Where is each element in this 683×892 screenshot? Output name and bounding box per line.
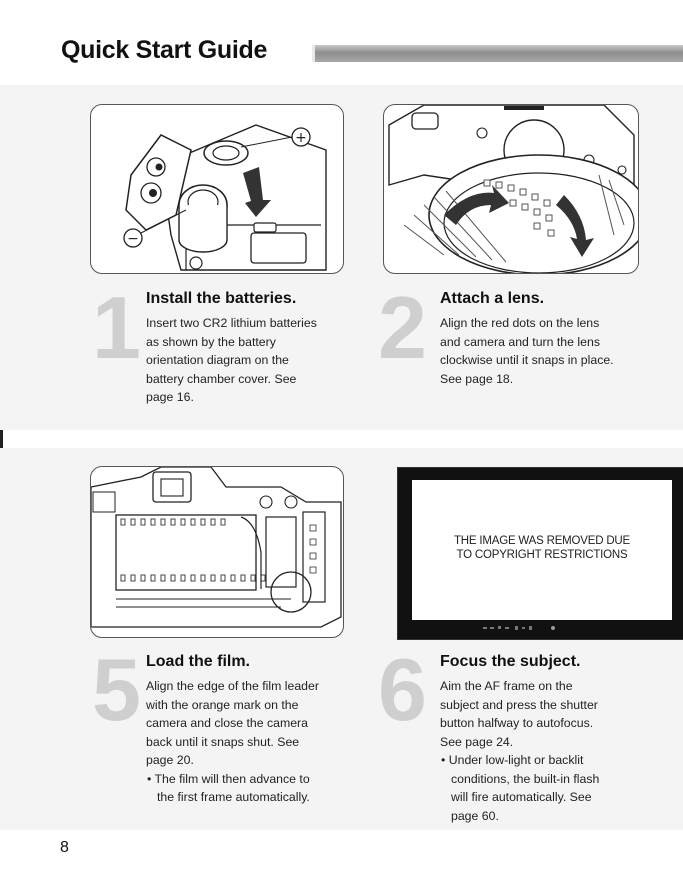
step-2-line: and camera and turn the lens [440, 334, 600, 349]
plus-symbol: + [295, 130, 307, 146]
step-number-5: 5 [92, 640, 141, 739]
removed-notice-line-1: THE IMAGE WAS REMOVED DUE [453, 535, 631, 547]
step-5-line: with the orange mark on the [146, 697, 299, 712]
step-1-line: orientation diagram on the [146, 353, 289, 367]
step-6-bullet-cont: conditions, the built-in flash [451, 771, 600, 786]
step-6-bullet-cont: will fire automatically. See [451, 790, 592, 804]
step-5-line: back until it snaps shut. See [146, 734, 300, 749]
step-number-6: 6 [378, 640, 427, 739]
step-5-bullet-cont: the first frame automatically. [157, 790, 310, 804]
step-6-bullet-cont: page 60. [451, 808, 499, 823]
step-number-1: 1 [92, 278, 141, 377]
step-5-line: page 20. [146, 753, 194, 767]
step-title-1: Install the batteries. [146, 290, 297, 307]
title-rule-bar [312, 45, 683, 62]
step-number-2: 2 [378, 278, 427, 377]
step-body-5: Align the edge of the film leader with t… [146, 677, 319, 807]
step-title-6: Focus the subject. [440, 653, 581, 670]
lens-illustration [383, 104, 639, 274]
step-2-line: See page 18. [440, 371, 514, 386]
viewfinder-info-dots [483, 626, 555, 630]
removed-image-notice-box: THE IMAGE WAS REMOVED DUE TO COPYRIGHT R… [412, 480, 672, 620]
step-5-line: Align the edge of the film leader [146, 679, 319, 693]
step-2-line: clockwise until it snaps in place. [440, 353, 614, 367]
removed-notice-line-2: TO COPYRIGHT RESTRICTIONS [456, 549, 628, 561]
removed-image-notice: THE IMAGE WAS REMOVED DUE TO COPYRIGHT R… [412, 534, 672, 562]
step-6-line: button halfway to autofocus. [440, 716, 594, 730]
step-6-line: Aim the AF frame on the [440, 679, 573, 693]
step-2-line: Align the red dots on the lens [440, 316, 600, 330]
step-body-2: Align the red dots on the lens and camer… [440, 314, 614, 388]
film-loading-illustration [90, 466, 344, 638]
step-1-line: as shown by the battery [146, 334, 276, 349]
step-title-5: Load the film. [146, 653, 250, 670]
step-6-line: subject and press the shutter [440, 697, 598, 712]
step-6-line: See page 24. [440, 734, 514, 749]
step-1-line: Insert two CR2 lithium batteries [146, 316, 317, 330]
page-number: 8 [60, 839, 69, 856]
step-body-6: Aim the AF frame on the subject and pres… [440, 677, 599, 825]
removed-image-panel: THE IMAGE WAS REMOVED DUE TO COPYRIGHT R… [397, 467, 683, 640]
step-6-bullet: • Under low-light or backlit [441, 753, 584, 767]
step-1-line: page 16. [146, 390, 194, 404]
minus-symbol: − [127, 231, 139, 247]
battery-illustration: + − [90, 104, 344, 274]
step-5-bullet: • The film will then advance to [147, 771, 310, 786]
step-title-2: Attach a lens. [440, 290, 545, 307]
step-body-1: Insert two CR2 lithium batteries as show… [146, 314, 317, 407]
step-5-line: camera and close the camera [146, 716, 308, 730]
step-1-line: battery chamber cover. See [146, 371, 297, 386]
page-title: Quick Start Guide [61, 36, 268, 64]
